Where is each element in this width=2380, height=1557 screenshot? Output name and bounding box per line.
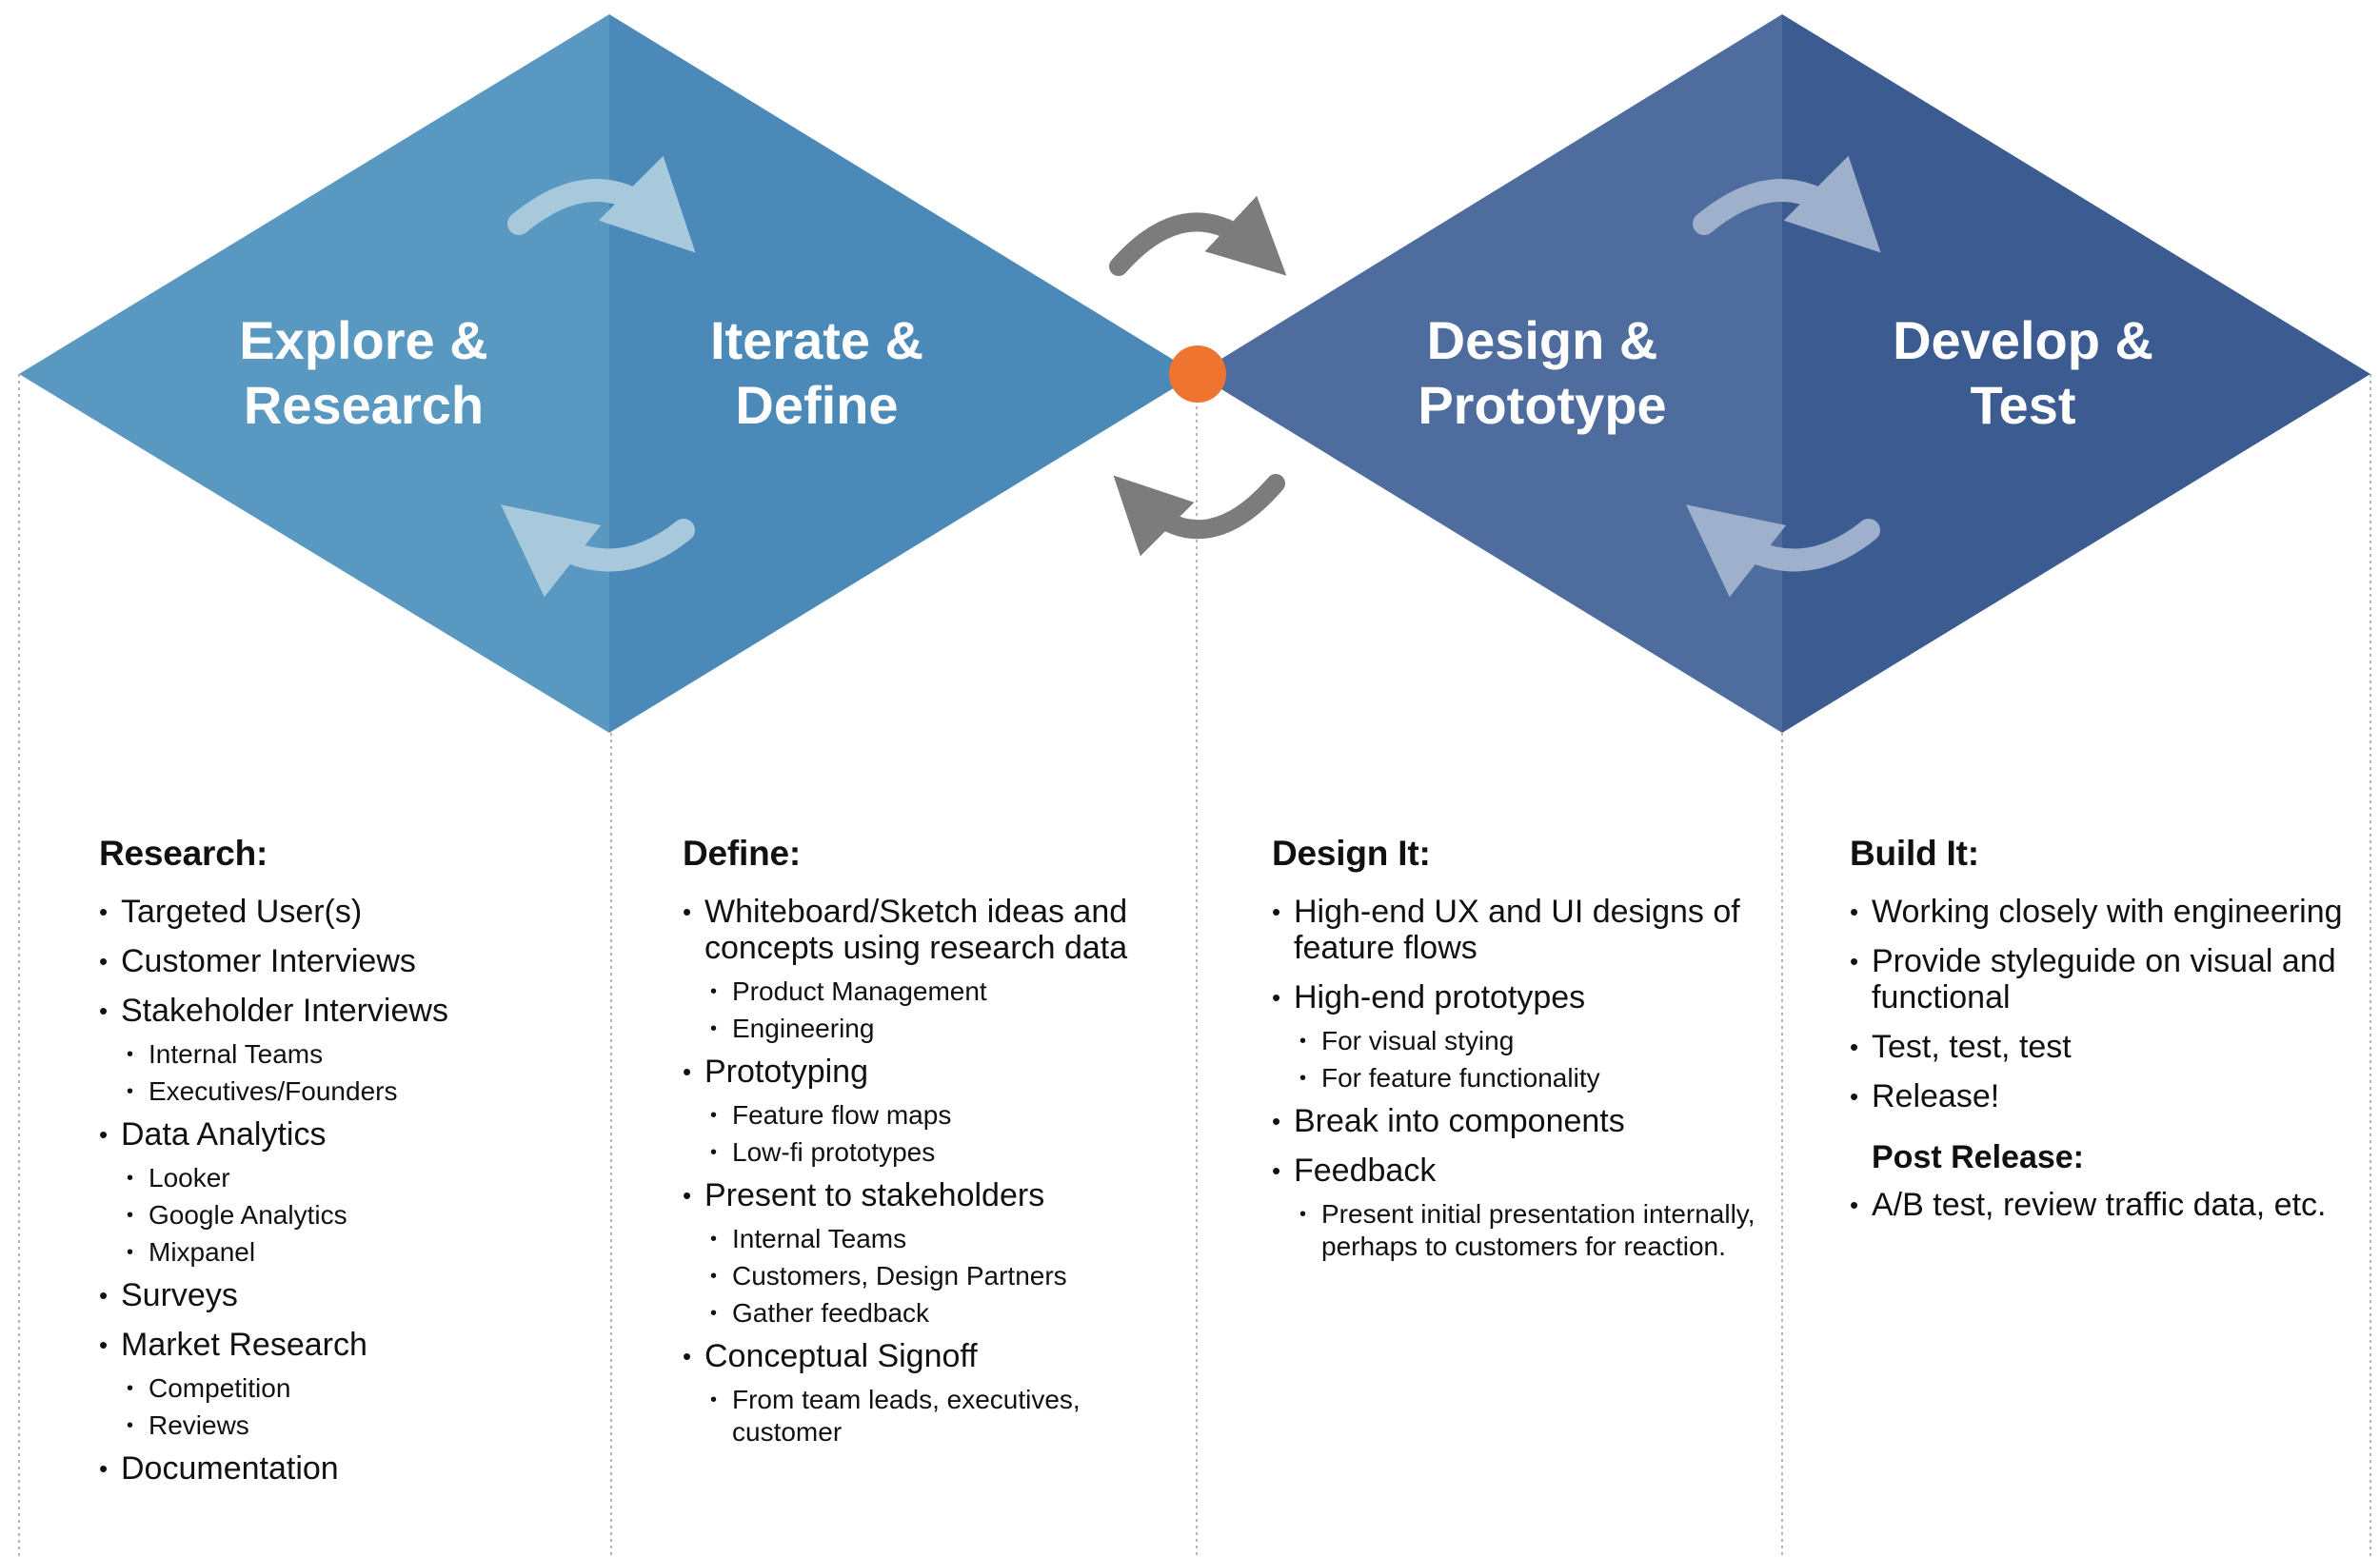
loop-arrow-icon: [507, 155, 696, 253]
list-item: Feedback: [1272, 1153, 1786, 1189]
list-item: Test, test, test: [1850, 1029, 2364, 1065]
list-item: High-end prototypes: [1272, 979, 1786, 1015]
sub-list-item: Looker: [99, 1162, 613, 1194]
sub-list-item: From team leads, executives, customer: [683, 1384, 1197, 1449]
column-heading: Design It:: [1272, 834, 1431, 873]
post-release-heading: Post Release:: [1872, 1139, 2084, 1176]
phase-title-develop: Develop &: [1893, 310, 2153, 370]
phase-title-design-2: Prototype: [1418, 375, 1666, 435]
column-heading: Define:: [683, 834, 801, 873]
list-item: Documentation: [99, 1450, 613, 1487]
list-item: Customer Interviews: [99, 943, 613, 979]
research-list: Targeted User(s) Customer InterviewsStake…: [99, 894, 613, 1487]
sub-list-item: Feature flow maps: [683, 1099, 1197, 1132]
phase-title-develop-2: Test: [1971, 375, 2076, 435]
list-item: Break into components: [1272, 1103, 1786, 1139]
build-list: Working closely with engineeringProvide …: [1850, 894, 2364, 1114]
sub-list-item: Internal Teams: [99, 1038, 613, 1071]
research-column: Research: Targeted User(s) Customer Inter…: [99, 833, 613, 1500]
sub-list-item: Google Analytics: [99, 1199, 613, 1232]
sub-list-item: Present initial presentation internally,…: [1272, 1198, 1786, 1263]
list-item: Working closely with engineering: [1850, 894, 2364, 930]
list-item: Release!: [1850, 1078, 2364, 1114]
column-heading: Build It:: [1850, 834, 1979, 873]
explore-half: [19, 14, 609, 733]
phase-title-design: Design &: [1427, 310, 1658, 370]
define-list: Whiteboard/Sketch ideas and concepts usi…: [683, 894, 1197, 1449]
define-column: Define: Whiteboard/Sketch ideas and conc…: [683, 833, 1197, 1457]
center-dot: [1169, 345, 1226, 403]
build-column: Build It: Working closely with engineeri…: [1850, 833, 2364, 1236]
phase-title-iterate: Iterate &: [710, 310, 923, 370]
design-list: High-end UX and UI designs of feature fl…: [1272, 894, 1786, 1263]
sub-list-item: Internal Teams: [683, 1223, 1197, 1255]
post-release-list: A/B test, review traffic data, etc.: [1850, 1187, 2364, 1223]
list-item: High-end UX and UI designs of feature fl…: [1272, 894, 1786, 966]
sub-list-item: Competition: [99, 1372, 613, 1405]
list-item: Conceptual Signoff: [683, 1338, 1197, 1374]
list-item: Whiteboard/Sketch ideas and concepts usi…: [683, 894, 1197, 966]
design-column: Design It: High-end UX and UI designs of…: [1272, 833, 1786, 1271]
sub-list-item: For feature functionality: [1272, 1062, 1786, 1094]
list-item: Surveys: [99, 1277, 613, 1313]
sub-list-item: For visual stying: [1272, 1025, 1786, 1057]
develop-half: [1782, 14, 2370, 733]
iterate-half: [609, 14, 1197, 733]
phase-title-explore: Explore &: [239, 310, 487, 370]
sub-list-item: Gather feedback: [683, 1297, 1197, 1330]
sub-list-item: Engineering: [683, 1013, 1197, 1045]
loop-arrow-icon: [1686, 504, 1880, 598]
list-item: Stakeholder Interviews: [99, 993, 613, 1029]
list-item: Prototyping: [683, 1054, 1197, 1090]
list-item: Present to stakeholders: [683, 1177, 1197, 1213]
phase-title-iterate-2: Define: [735, 375, 898, 435]
center-arrow-icon: [1109, 195, 1287, 276]
loop-arrow-icon: [1693, 155, 1881, 253]
list-item: Data Analytics: [99, 1116, 613, 1153]
design-half: [1197, 14, 1782, 733]
column-heading: Research:: [99, 834, 268, 873]
sub-list-item: Reviews: [99, 1409, 613, 1442]
phase-title-explore-2: Research: [244, 375, 484, 435]
list-item: Provide styleguide on visual and functio…: [1850, 943, 2364, 1015]
list-item: Targeted User(s): [99, 894, 613, 930]
sub-list-item: Customers, Design Partners: [683, 1260, 1197, 1292]
list-item: A/B test, review traffic data, etc.: [1850, 1187, 2364, 1223]
sub-list-item: Mixpanel: [99, 1236, 613, 1269]
center-arrow-icon: [1113, 474, 1285, 557]
list-item: Market Research: [99, 1327, 613, 1363]
loop-arrow-icon: [501, 504, 695, 598]
sub-list-item: Low-fi prototypes: [683, 1136, 1197, 1169]
sub-list-item: Executives/Founders: [99, 1075, 613, 1108]
sub-list-item: Product Management: [683, 976, 1197, 1008]
